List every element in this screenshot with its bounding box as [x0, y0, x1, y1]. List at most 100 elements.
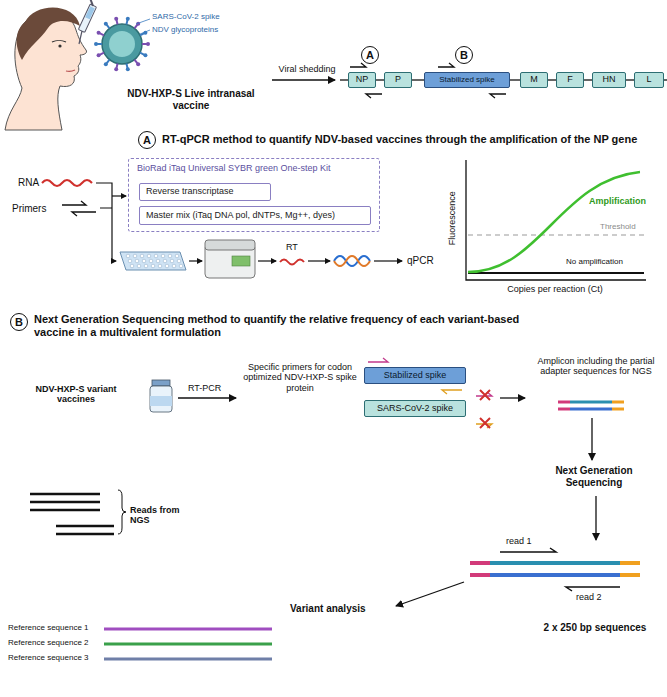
label-circle: B	[455, 46, 473, 64]
process-arrow	[189, 260, 202, 261]
text-label: Next Generation Sequencing method to qua…	[34, 313, 554, 338]
process-box: Stabilized spike	[424, 72, 510, 88]
text-label: NDV-HXP-S Live intranasal vaccine	[112, 88, 270, 111]
process-arrow	[258, 260, 276, 261]
text-label: RT-PCR	[188, 383, 221, 393]
process-box: M	[520, 72, 548, 88]
text-label: No amplification	[566, 257, 623, 266]
node-text: M	[530, 75, 538, 85]
genome-connector	[412, 79, 424, 81]
process-box: L	[634, 72, 664, 88]
join-line	[96, 183, 112, 212]
process-arrow	[374, 260, 402, 261]
text-label: Threshold	[600, 222, 636, 231]
text-label: Amplification	[589, 196, 646, 206]
thermocycler-machine	[205, 240, 255, 278]
process-arrow	[272, 79, 335, 81]
kit-box: BioRad iTaq Universal SYBR green One-ste…	[128, 158, 380, 232]
read-arrow	[566, 587, 620, 591]
process-box: Stabilized spike	[364, 367, 466, 384]
text-label: SARS-CoV-2 spike	[152, 12, 220, 21]
node-text: L	[646, 75, 651, 85]
process-arrow	[396, 582, 464, 606]
text-label: 2 x 250 bp sequences	[530, 622, 660, 634]
genome-line	[340, 79, 348, 81]
process-arrow	[500, 397, 525, 398]
node-text: B	[15, 316, 23, 328]
node-text: F	[567, 75, 573, 85]
text-label: RT	[286, 242, 298, 252]
process-box: P	[384, 72, 412, 88]
text-label: qPCR	[407, 255, 434, 267]
primer-pair	[62, 201, 96, 216]
node-text: P	[395, 75, 401, 85]
amplicon	[558, 402, 624, 409]
text-label: Specific primers for codon optimized NDV…	[240, 362, 360, 393]
process-arrow	[112, 195, 126, 196]
text-label: NDV-HXP-S variant vaccines	[20, 384, 132, 405]
text-label: read 2	[576, 592, 602, 602]
text-label: Copies per reaction (Ct)	[480, 284, 630, 294]
ngs-reads	[30, 494, 114, 534]
process-box: NP	[348, 72, 376, 88]
node-text: Stabilized spike	[384, 371, 447, 381]
text-label: Reference sequence 3	[8, 653, 89, 662]
label-circle: B	[10, 313, 28, 331]
rna-strand	[280, 260, 304, 265]
text-label: Reference sequence 2	[8, 638, 89, 647]
virus-particle	[94, 17, 150, 72]
node-text: Reverse transcriptase	[146, 187, 234, 197]
node-text: B	[460, 49, 468, 61]
text-label: RT-qPCR method to quantify NDV-based vac…	[162, 133, 652, 146]
text-label: Amplicon including the partial adapter s…	[530, 356, 662, 377]
genome-connector	[548, 79, 556, 81]
text-label: Reference sequence 1	[8, 623, 89, 632]
process-arrow	[112, 212, 116, 261]
process-arrow	[308, 260, 330, 261]
genome-connector	[376, 79, 384, 81]
node-text: Stabilized spike	[439, 76, 495, 85]
vaccine-vial	[150, 380, 172, 412]
process-arrow	[595, 496, 596, 540]
text-label: Fluorescence	[447, 178, 457, 258]
dna-helix	[334, 256, 370, 266]
node-text: BioRad iTaq Universal SYBR green One-ste…	[137, 164, 331, 174]
leader-line	[136, 19, 150, 24]
node-text: NP	[356, 75, 369, 85]
text-label: Reads from NGS	[130, 505, 190, 526]
pcr-plate	[120, 252, 186, 270]
text-label: Viral shedding	[272, 64, 342, 74]
node-text: SARS-CoV-2 spike	[377, 404, 453, 414]
node-text: HN	[603, 75, 616, 85]
genome-line	[664, 79, 667, 81]
text-label: NDV glycoproteins	[152, 25, 218, 34]
rna-strand	[42, 180, 92, 186]
read-arrow	[500, 548, 556, 552]
process-box: SARS-CoV-2 spike	[364, 400, 466, 417]
amplification-chart	[466, 160, 646, 280]
process-box: F	[556, 72, 584, 88]
leader-line	[140, 30, 150, 34]
node-text: A	[143, 134, 151, 146]
genome-connector	[584, 79, 592, 81]
process-box: Reverse transcriptase	[139, 183, 271, 201]
process-box: HN	[592, 72, 626, 88]
cross-mark	[480, 390, 490, 428]
node-text: A	[366, 49, 374, 61]
label-circle: A	[138, 131, 156, 149]
text-label: Next Generation Sequencing	[532, 465, 656, 488]
process-box: Master mix (iTaq DNA pol, dNTPs, Mg++, d…	[139, 206, 371, 225]
node-text: Master mix (iTaq DNA pol, dNTPs, Mg++, d…	[146, 211, 335, 221]
face-illustration	[5, 7, 87, 130]
text-label: read 1	[506, 536, 532, 546]
process-arrow	[178, 397, 236, 398]
sequencing-strand	[470, 563, 640, 575]
reference-lines	[104, 629, 272, 659]
text-label: Variant analysis	[290, 603, 390, 615]
text-label: Primers	[12, 203, 46, 215]
label-circle: A	[361, 46, 379, 64]
process-arrow	[591, 418, 592, 460]
bracket	[118, 490, 126, 534]
